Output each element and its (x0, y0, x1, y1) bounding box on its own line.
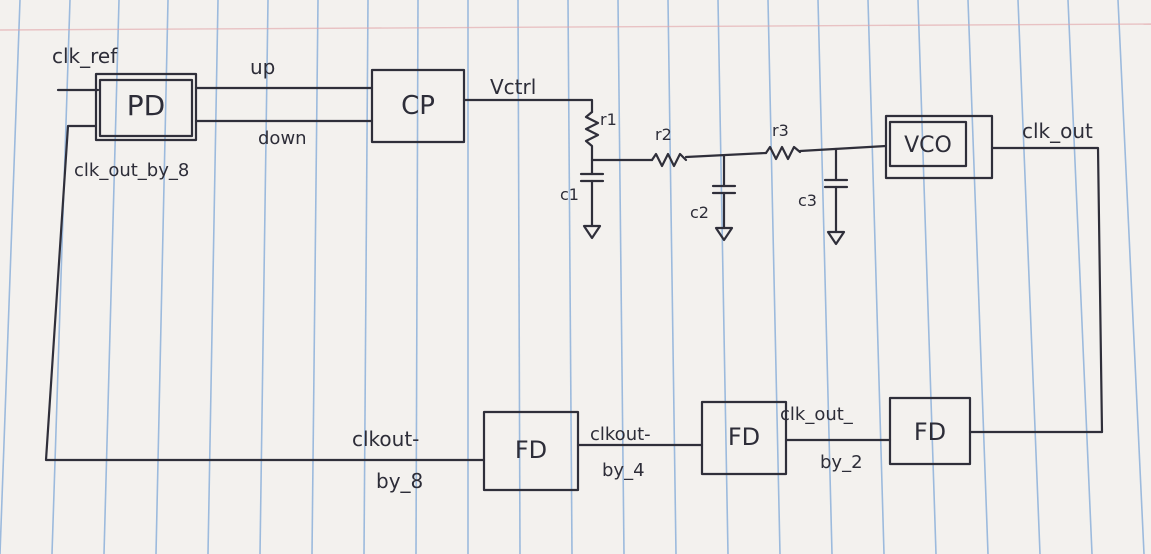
r3-label: r3 (772, 121, 789, 140)
vco-block: VCO (884, 114, 994, 180)
fd3-label: FD (914, 418, 946, 446)
c3-ground-icon (826, 230, 846, 246)
fd3-block: FD (888, 396, 972, 466)
fd3-out-label-top: clk_out_ (780, 404, 854, 425)
c3-label: c3 (798, 191, 817, 210)
fd1-block: FD (482, 410, 580, 492)
c1-ground-icon (582, 224, 602, 240)
node-wire-3 (798, 144, 888, 153)
vctrl-wire (462, 98, 594, 114)
clk-out-label: clk_out (1022, 119, 1093, 143)
c1-label: c1 (560, 185, 579, 204)
fd1-out-label-top: clkout- (352, 427, 419, 451)
vco-label: VCO (904, 133, 952, 158)
clk-ref-label: clk_ref (52, 44, 118, 68)
down-label: down (258, 128, 307, 149)
pd-label: PD (127, 89, 165, 122)
fd1-out-label-bottom: by_8 (376, 469, 423, 493)
node-wire-2 (684, 151, 768, 159)
r3-resistor (764, 145, 802, 161)
clk-out-by-8-label: clk_out_by_8 (74, 160, 189, 181)
pd-block: PD (94, 72, 198, 142)
vctrl-label: Vctrl (490, 75, 536, 99)
fd1-label: FD (515, 436, 547, 464)
r1-label: r1 (600, 110, 617, 129)
cp-block: CP (370, 68, 466, 144)
fd2-label: FD (728, 423, 760, 451)
r2-label: r2 (655, 125, 672, 144)
r1-resistor (584, 110, 600, 162)
clk-out-wire (990, 146, 1104, 434)
fd3-out-label-bottom: by_2 (820, 452, 863, 473)
cp-label: CP (401, 91, 435, 121)
fd2-block: FD (700, 400, 788, 476)
r2-resistor (650, 152, 688, 168)
fd2-out-label-bottom: by_4 (602, 460, 645, 481)
c2-ground-icon (714, 226, 734, 242)
fd2-out-label-top: clkout- (590, 424, 651, 445)
feedback-wire (44, 124, 486, 462)
c2-label: c2 (690, 203, 709, 222)
up-label: up (250, 55, 275, 79)
